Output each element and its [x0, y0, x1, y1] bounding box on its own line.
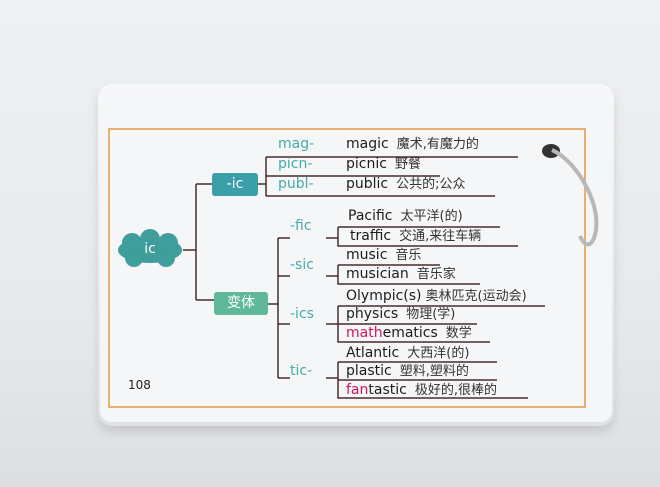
suffix-sic: -sic	[290, 257, 314, 273]
prefix-publ: publ-	[278, 176, 314, 192]
prefix-mag: mag-	[278, 136, 315, 152]
branch-variant: 变体	[214, 292, 268, 315]
root-label: ic	[144, 241, 156, 257]
card-frame	[108, 128, 586, 408]
branch-ic: -ic	[212, 173, 258, 196]
root-cloud	[118, 229, 182, 267]
binder-ring	[542, 144, 599, 247]
page-number: 108	[128, 378, 151, 392]
flashcard	[100, 100, 612, 422]
prefix-tic: tic-	[290, 363, 313, 379]
prefix-picn: picn-	[278, 156, 313, 172]
suffix-ics: -ics	[290, 306, 314, 322]
word-entry: Olympic(s)奥林匹克(运动会)	[346, 288, 527, 304]
suffix-fic: -fic	[290, 218, 312, 234]
